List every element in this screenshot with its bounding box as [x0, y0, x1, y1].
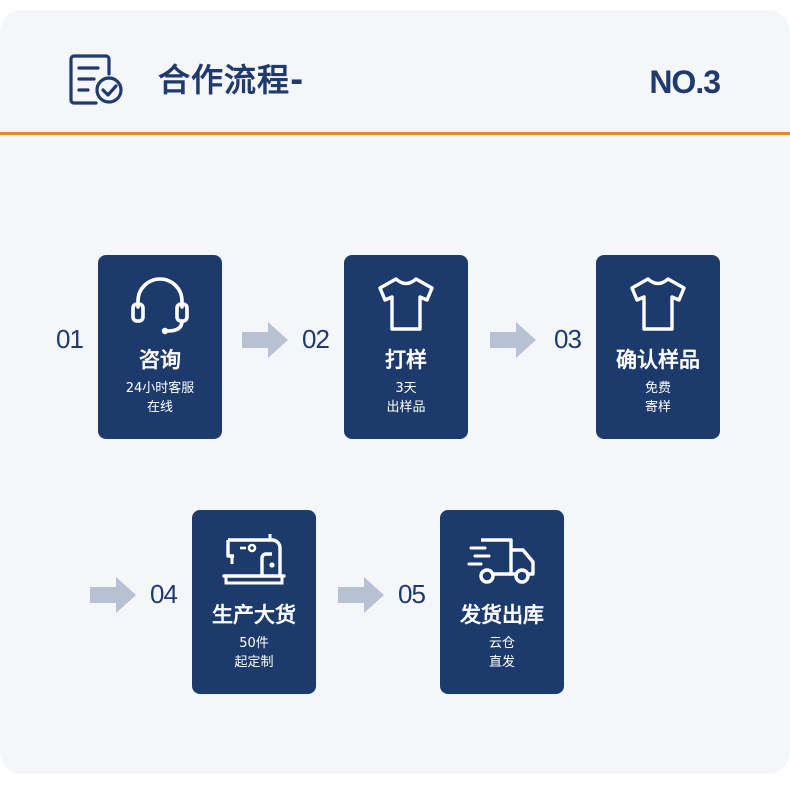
step-detail: 免费 [644, 381, 671, 396]
checklist-icon [69, 54, 123, 105]
headset-icon [131, 277, 189, 335]
arrow-right-icon [490, 322, 536, 358]
step-detail: 直发 [488, 655, 515, 670]
step-name: 咨询 [139, 348, 181, 372]
delivery-truck-icon [467, 538, 535, 584]
step-number: 04 [150, 579, 178, 609]
step-detail: 寄样 [644, 400, 671, 415]
step-card-shipping: 发货出库 云仓 直发 [440, 510, 564, 694]
step-name: 生产大货 [212, 603, 296, 627]
step-name: 发货出库 [460, 603, 544, 627]
step-card-sampling: 打样 3天 出样品 [344, 255, 468, 439]
arrow-right-icon [338, 577, 384, 613]
step-name: 确认样品 [616, 348, 700, 372]
step-card-confirm-sample: 确认样品 免费 寄样 [596, 255, 720, 439]
step-number: 03 [554, 324, 582, 354]
step-detail: 50件 [239, 636, 269, 651]
step-number: 05 [398, 579, 426, 609]
step-detail: 出样品 [386, 400, 426, 415]
step-detail: 云仓 [488, 636, 515, 651]
sewing-machine-icon [222, 534, 286, 585]
step-detail: 起定制 [234, 655, 274, 670]
step-detail: 3天 [395, 381, 417, 396]
tshirt-icon [630, 277, 686, 331]
step-detail: 24小时客服 [125, 381, 195, 396]
step-name: 打样 [385, 348, 427, 372]
header-divider [0, 132, 790, 135]
step-number: 02 [302, 324, 330, 354]
arrow-right-icon [242, 322, 288, 358]
step-card-consult: 咨询 24小时客服 在线 [98, 255, 222, 439]
step-number: 01 [56, 324, 84, 354]
arrow-right-icon [90, 577, 136, 613]
step-detail: 在线 [146, 400, 173, 415]
section-number: NO.3 [649, 64, 721, 100]
step-card-production: 生产大货 50件 起定制 [192, 510, 316, 694]
page-title: 合作流程- [158, 61, 305, 99]
tshirt-icon [378, 277, 434, 331]
